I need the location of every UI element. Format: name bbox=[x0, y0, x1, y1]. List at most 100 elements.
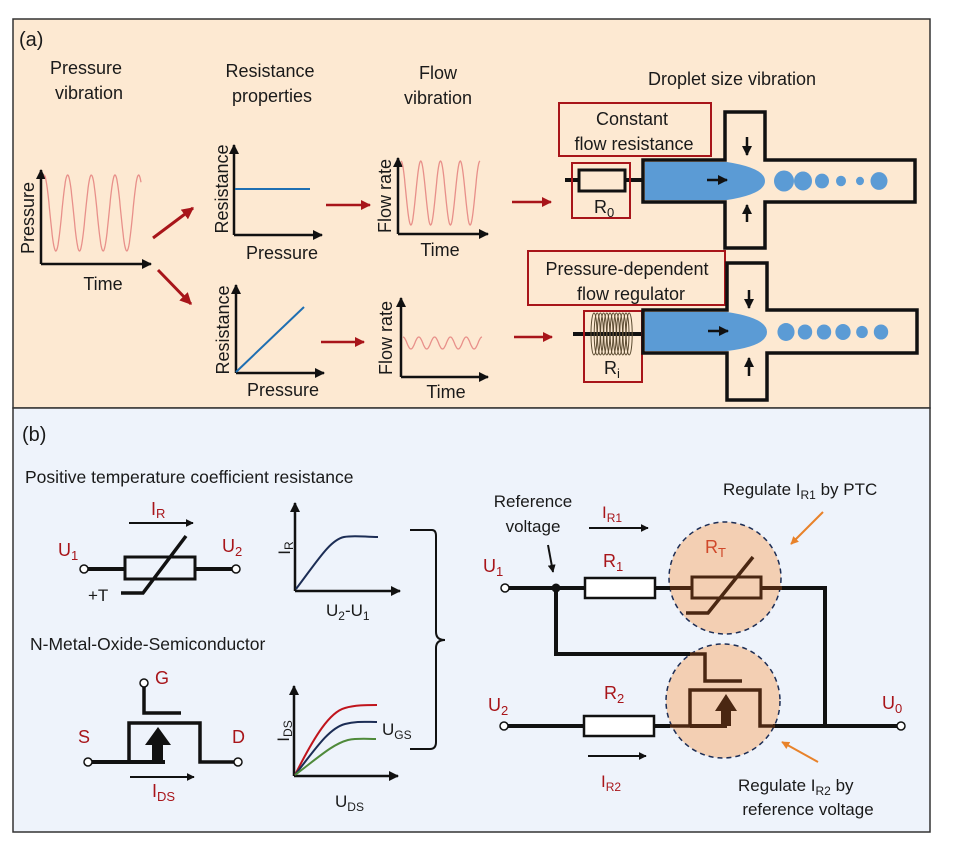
ref-voltage-pointer bbox=[547, 544, 556, 573]
ptc-diagonal bbox=[121, 534, 188, 595]
coil-turn bbox=[622, 312, 630, 356]
rl-ylabel: Resistance bbox=[213, 285, 233, 374]
device-constant-resistance: Constant flow resistance R0 bbox=[558, 102, 917, 250]
ptc-plot-xlabel: U2-U1 bbox=[326, 601, 370, 623]
droplet bbox=[774, 170, 794, 192]
ri-label: Ri bbox=[604, 358, 620, 381]
ptc-resistor-body bbox=[123, 555, 197, 581]
droplets-top bbox=[774, 170, 888, 192]
panel-b: (b) Positive temperature coefficient res… bbox=[12, 407, 931, 833]
u2-terminal[interactable] bbox=[499, 721, 509, 731]
callout-nmos-line1: Regulate IR2 by bbox=[738, 776, 854, 798]
ptc-plot-ylabel: IR bbox=[275, 541, 296, 555]
device-flow-regulator: Pressure-dependent flow regulator Ri bbox=[527, 250, 919, 402]
droplet bbox=[794, 171, 812, 191]
rl-xlabel: Pressure bbox=[247, 380, 319, 400]
constant-resistance-label-1: Constant bbox=[596, 109, 668, 129]
u2-label: U2 bbox=[488, 695, 508, 718]
callout-ptc: Regulate IR1 by PTC bbox=[723, 480, 877, 502]
droplet bbox=[836, 175, 846, 187]
droplet bbox=[815, 173, 829, 189]
constant-resistance-label-box bbox=[558, 102, 712, 157]
circuit-nmos-channel bbox=[670, 688, 775, 728]
junction-dot bbox=[551, 583, 561, 593]
spring-coil-icon bbox=[590, 312, 633, 356]
r1-resistor bbox=[583, 576, 657, 600]
r0-highlight-box bbox=[571, 162, 631, 219]
ptc-u1-label: U1 bbox=[58, 540, 78, 563]
droplet bbox=[873, 324, 889, 340]
coil-turn bbox=[625, 312, 633, 356]
ptc-title: Positive temperature coefficient resista… bbox=[25, 467, 353, 487]
droplet bbox=[816, 324, 832, 340]
droplet bbox=[835, 323, 851, 341]
r2-resistor bbox=[582, 714, 656, 738]
panel-a: (a) Pressure vibration Resistance proper… bbox=[12, 18, 931, 409]
nmos-ugs-label: UGS bbox=[382, 720, 412, 742]
regulator-circuit: Reference voltage IR1 U1 U2 U0 R1 R2 bbox=[483, 480, 906, 819]
nmos-plot-xlabel: UDS bbox=[335, 792, 364, 814]
nmos-curve-low bbox=[294, 737, 377, 776]
title-pressure-vibration-2: vibration bbox=[55, 83, 123, 103]
callout-nmos-line2: reference voltage bbox=[742, 800, 873, 819]
constant-resistance-label-2: flow resistance bbox=[574, 134, 693, 154]
flow-regulator-label-1: Pressure-dependent bbox=[545, 259, 708, 279]
flow-small-plot: Flow rate Time bbox=[376, 297, 489, 402]
title-resistance-properties-2: properties bbox=[232, 86, 312, 106]
nmos-plot-ylabel: IDS bbox=[274, 720, 295, 741]
ptc-terminal-u2[interactable] bbox=[231, 564, 241, 574]
title-droplet-size-vibration: Droplet size vibration bbox=[648, 69, 816, 89]
fluid-top bbox=[645, 162, 765, 200]
nmos-body-arrow bbox=[145, 727, 171, 762]
rt-resistor-body bbox=[690, 575, 763, 600]
u0-terminal[interactable] bbox=[896, 721, 906, 731]
nmos-drain-terminal[interactable] bbox=[233, 757, 243, 767]
u1-terminal[interactable] bbox=[500, 583, 510, 593]
nmos-source-label: S bbox=[78, 727, 90, 747]
callout-ptc-arrow bbox=[790, 511, 824, 545]
ptc-u2-label: U2 bbox=[222, 536, 242, 559]
droplet bbox=[797, 324, 813, 340]
ptc-symbol: IR U1 U2 +T bbox=[58, 499, 242, 605]
u0-label: U0 bbox=[882, 693, 902, 716]
title-flow-vibration-1: Flow bbox=[419, 63, 458, 83]
flow-regulator-label-2: flow regulator bbox=[577, 284, 685, 304]
panel-b-frame bbox=[12, 407, 931, 833]
rt-diagonal bbox=[686, 555, 755, 615]
title-pressure-vibration-1: Pressure bbox=[50, 58, 122, 78]
droplet bbox=[856, 176, 864, 186]
nmos-gate-lead bbox=[142, 687, 181, 715]
flow-large-plot: Flow rate Time bbox=[375, 157, 489, 260]
nmos-source-terminal[interactable] bbox=[83, 757, 93, 767]
title-flow-vibration-2: vibration bbox=[404, 88, 472, 108]
rl-linear-line bbox=[235, 306, 305, 373]
droplet bbox=[870, 172, 888, 190]
flow-small-wave bbox=[402, 336, 483, 350]
ptc-current-label: IR bbox=[151, 499, 165, 521]
ref-voltage-label-2: voltage bbox=[506, 517, 561, 536]
nmos-gate-terminal[interactable] bbox=[139, 678, 149, 688]
fl-ylabel: Flow rate bbox=[375, 159, 395, 233]
ptc-plot-curve bbox=[295, 535, 379, 590]
r0-resistor bbox=[577, 168, 627, 193]
circuit-nmos-body-arrow bbox=[715, 694, 737, 726]
nmos-title: N-Metal-Oxide-Semiconductor bbox=[30, 634, 266, 654]
rc-xlabel: Pressure bbox=[246, 243, 318, 263]
nmos-current-label: IDS bbox=[152, 781, 175, 804]
nmos-gate-label: G bbox=[155, 668, 169, 688]
ir2-label: IR2 bbox=[601, 772, 621, 794]
panel-a-label: (a) bbox=[19, 29, 43, 51]
ir1-label: IR1 bbox=[602, 503, 622, 525]
droplets-bottom bbox=[777, 323, 889, 341]
ptc-terminal-u1[interactable] bbox=[79, 564, 89, 574]
branch-arrow-up bbox=[152, 206, 194, 240]
callout-nmos-arrow bbox=[781, 741, 819, 763]
droplet bbox=[777, 323, 795, 341]
title-resistance-properties-1: Resistance bbox=[225, 61, 314, 81]
panel-b-label: (b) bbox=[22, 424, 46, 446]
r0-label: R0 bbox=[594, 197, 614, 220]
pressure-plot-xlabel: Time bbox=[83, 274, 122, 294]
fluid-bottom bbox=[645, 312, 767, 351]
circuit-nmos-gate bbox=[690, 652, 742, 683]
